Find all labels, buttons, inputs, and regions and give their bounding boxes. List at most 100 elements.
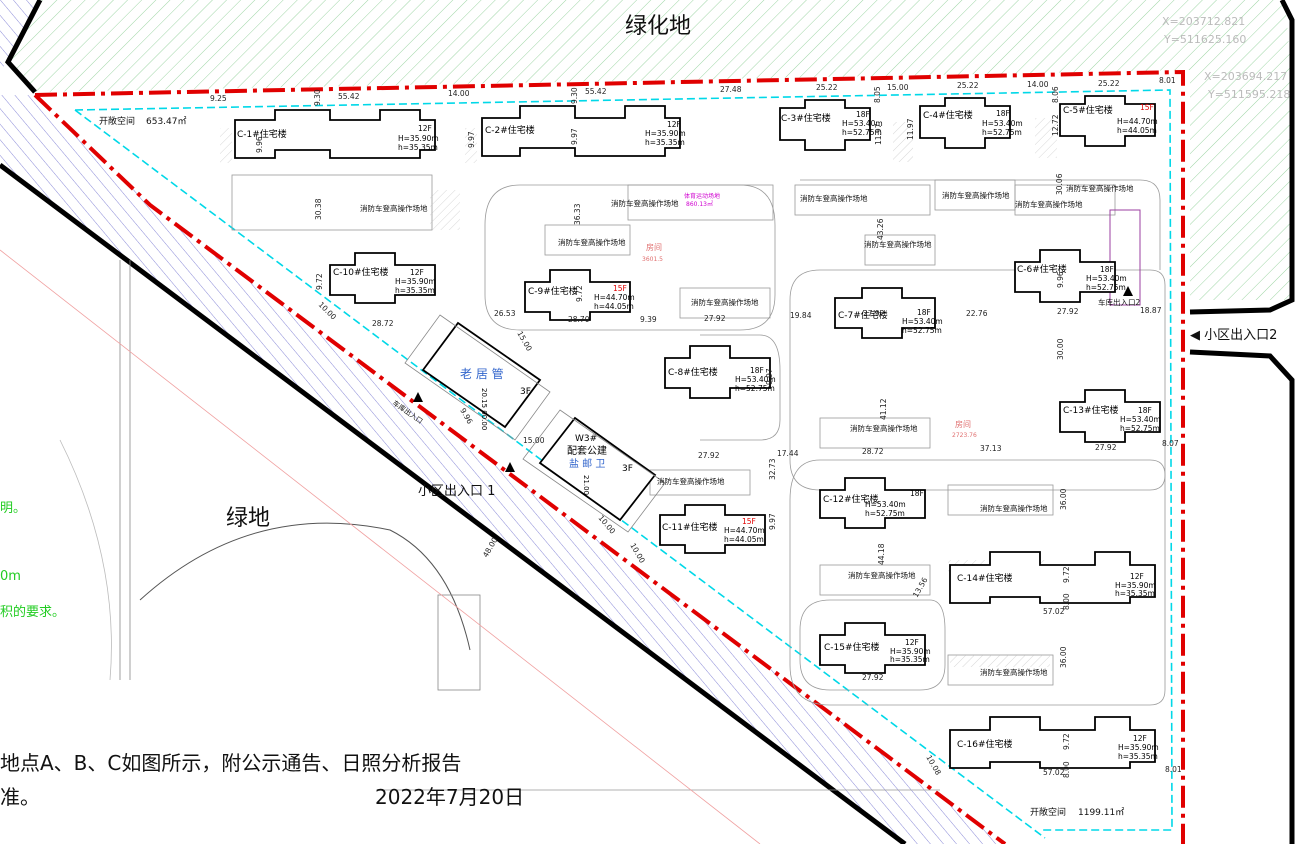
building-c4-label: C-4#住宅楼 18F H=53.40m h=52.75m <box>923 109 1023 137</box>
svg-text:h=52.75m: h=52.75m <box>735 384 775 393</box>
svg-text:18F: 18F <box>996 109 1010 118</box>
thin-red-diagonal <box>0 249 761 845</box>
coord1-y: Y=511625.160 <box>1163 33 1246 46</box>
svg-text:H=53.40m: H=53.40m <box>902 317 943 326</box>
fire-area-label: 消防车登高操作场地 <box>850 423 918 433</box>
black-boundary-diagonal <box>0 163 907 846</box>
building-w3-outline <box>522 409 666 533</box>
note-line-1: 地点A、B、C如图所示，附公示通告、日照分析报告 <box>0 751 461 775</box>
building-w3 <box>538 416 657 522</box>
svg-text:8.06: 8.06 <box>1051 86 1060 103</box>
svg-text:25.22: 25.22 <box>1098 79 1120 88</box>
road-ring-1 <box>484 184 776 331</box>
building-c4 <box>919 97 1011 149</box>
building-c1-label: C-1#住宅楼 12F H=35.90m h=35.35m <box>237 124 439 152</box>
building-elderly-outline <box>404 314 551 441</box>
garage2-marker <box>1123 286 1133 296</box>
svg-text:h=52.75m: h=52.75m <box>1086 283 1126 292</box>
building-c11 <box>659 504 766 554</box>
svg-text:8.00: 8.00 <box>1062 593 1071 610</box>
svg-text:21.00: 21.00 <box>582 475 590 495</box>
svg-text:30.00: 30.00 <box>1056 338 1065 360</box>
svg-text:H=35.90m: H=35.90m <box>1118 743 1159 752</box>
building-c13 <box>1059 389 1161 443</box>
svg-text:12F: 12F <box>905 638 919 647</box>
survey-box <box>437 594 481 691</box>
svg-text:盐 邮 卫: 盐 邮 卫 <box>569 457 605 470</box>
building-c10-label: C-10#住宅楼 12F H=35.90m h=35.35m <box>333 266 436 295</box>
fire-area-label: 消防车登高操作场地 <box>691 297 759 307</box>
svg-text:12F: 12F <box>667 120 681 129</box>
building-c3-label: C-3#住宅楼 18F H=53.40m h=52.75m <box>781 110 883 137</box>
svg-text:9.97: 9.97 <box>570 128 579 145</box>
svg-text:27.92: 27.92 <box>863 309 885 318</box>
building-c1 <box>234 109 436 159</box>
svg-text:C-8#住宅楼: C-8#住宅楼 <box>668 366 718 378</box>
svg-text:h=35.35m: h=35.35m <box>890 655 930 664</box>
svg-text:C-14#住宅楼: C-14#住宅楼 <box>957 572 1013 584</box>
contour-line <box>59 439 112 681</box>
green-text-3: 积的要求。 <box>0 604 65 620</box>
building-c2-label: C-2#住宅楼 12F H=35.90m h=35.35m <box>485 120 686 147</box>
svg-text:25.22: 25.22 <box>816 83 838 92</box>
svg-text:h=44.05m: h=44.05m <box>1117 126 1157 135</box>
svg-text:h=35.35m: h=35.35m <box>1118 752 1158 761</box>
svg-text:C-7#住宅楼: C-7#住宅楼 <box>838 309 888 321</box>
open-space-top-area: 653.47㎡ <box>146 116 187 127</box>
building-c12-label: C-12#住宅楼 18F H=53.40m h=52.75m <box>823 489 924 518</box>
building-c9-label: C-9#住宅楼 15F H=44.70m h=44.05m <box>528 284 635 311</box>
fire-area-label: 消防车登高操作场地 <box>611 198 679 208</box>
building-c15-label: C-15#住宅楼 12F H=35.90m h=35.35m <box>824 638 931 664</box>
open-space-top: 开敞空间 <box>99 115 135 127</box>
svg-text:30.06: 30.06 <box>1055 173 1064 195</box>
building-c5-label: C-5#住宅楼 15F H=44.70m h=44.05m <box>1063 103 1158 135</box>
svg-text:22.76: 22.76 <box>966 309 988 318</box>
black-boundary-right-lower <box>1189 349 1295 844</box>
date-label: 2022年7月20日 <box>375 785 524 809</box>
fire-pad <box>947 484 1054 516</box>
svg-text:18.87: 18.87 <box>1140 306 1162 315</box>
building-c10 <box>329 252 436 304</box>
svg-text:32.73: 32.73 <box>768 458 777 480</box>
svg-text:11.97: 11.97 <box>874 123 883 145</box>
elderly-center-label: 老 居 管 3F 20.15 00.00 <box>460 366 531 430</box>
fire-area-label: 消防车登高操作场地 <box>800 193 868 203</box>
fire-pad <box>819 417 931 449</box>
coord2-x: X=203694.217 <box>1204 70 1287 83</box>
svg-text:h=52.75m: h=52.75m <box>902 326 942 335</box>
svg-text:15.00: 15.00 <box>887 83 909 92</box>
svg-text:12F: 12F <box>410 268 424 277</box>
garage2-label: 车库出入口2 <box>1098 297 1140 307</box>
svg-text:C-5#住宅楼: C-5#住宅楼 <box>1063 104 1113 116</box>
building-c13-label: C-13#住宅楼 18F H=53.40m h=52.75m <box>1063 404 1161 433</box>
svg-text:3F: 3F <box>622 464 633 474</box>
svg-text:h=52.75m: h=52.75m <box>842 128 882 137</box>
svg-text:9.72: 9.72 <box>1062 566 1071 583</box>
hatch-patch <box>220 128 232 163</box>
svg-text:C-16#住宅楼: C-16#住宅楼 <box>957 738 1013 750</box>
svg-text:15.00: 15.00 <box>515 330 534 353</box>
svg-text:18F: 18F <box>1100 265 1114 274</box>
building-c15 <box>819 622 926 674</box>
svg-text:3F: 3F <box>520 387 531 397</box>
svg-text:10.08: 10.08 <box>924 754 943 777</box>
room1-size: 3601.5 <box>642 256 663 263</box>
building-c11-label: C-11#住宅楼 15F H=44.70m h=44.05m <box>662 517 765 544</box>
road-ring-3 <box>789 459 1166 706</box>
svg-text:11.97: 11.97 <box>906 118 915 140</box>
room2-label: 房间 <box>955 419 971 429</box>
w3-label: W3# 配套公建 盐 邮 卫 3F 21.00 <box>567 434 633 495</box>
svg-text:30.38: 30.38 <box>314 198 323 220</box>
building-c9 <box>524 269 631 321</box>
svg-text:C-11#住宅楼: C-11#住宅楼 <box>662 521 718 533</box>
svg-text:41.12: 41.12 <box>879 398 888 420</box>
building-c16-label: C-16#住宅楼 12F H=35.90m h=35.35m <box>957 734 1159 761</box>
svg-text:h=35.35m: h=35.35m <box>645 138 685 147</box>
fire-area-label: 消防车登高操作场地 <box>980 667 1048 677</box>
svg-text:26.53: 26.53 <box>494 309 516 318</box>
hatch-patch <box>950 655 1050 667</box>
green-area-right-region <box>1190 60 1290 300</box>
svg-text:H=44.70m: H=44.70m <box>594 293 635 302</box>
svg-text:12F: 12F <box>1133 734 1147 743</box>
